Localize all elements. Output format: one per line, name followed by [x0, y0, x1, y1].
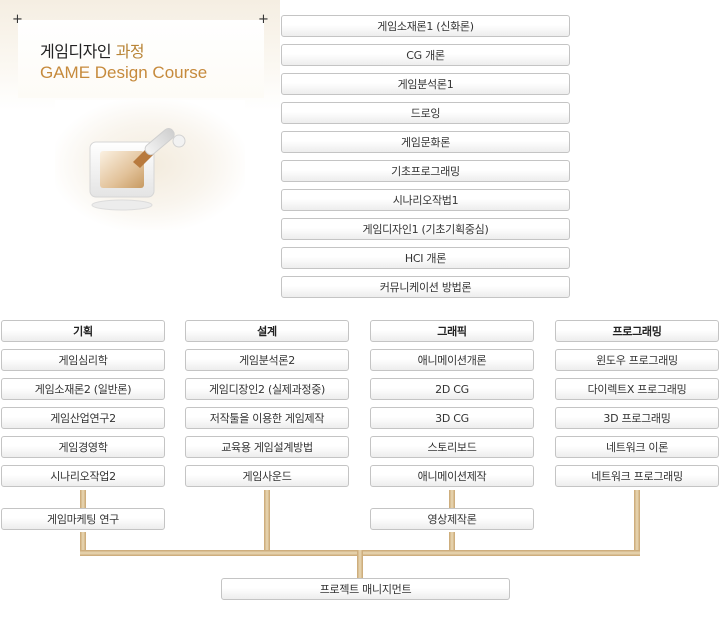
course-box: 게임디장인2 (실제과정중) [185, 378, 349, 400]
connector-line [449, 532, 455, 556]
drawing-tablet-icon [89, 128, 186, 211]
course-box: 시나리오작업2 [1, 465, 165, 487]
track-header-programming: 프로그래밍 [555, 320, 719, 342]
course-box: 2D CG [370, 378, 534, 400]
page-title-accent: 과정 [115, 42, 145, 61]
course-box: 3D 프로그래밍 [555, 407, 719, 429]
corner-plus-icon: + [258, 12, 269, 27]
page-title: 게임디자인 과정 [40, 38, 145, 62]
course-box: 게임사운드 [185, 465, 349, 487]
track-header-design: 설계 [185, 320, 349, 342]
corner-plus-icon: + [12, 12, 23, 27]
course-box: 저작툴을 이용한 게임제작 [185, 407, 349, 429]
track-header-planning: 기획 [1, 320, 165, 342]
final-course-box: 프로젝트 매니지먼트 [221, 578, 510, 600]
course-box: 드로잉 [281, 102, 570, 124]
course-box: 게임소재론2 (일반론) [1, 378, 165, 400]
course-box: 윈도우 프로그래밍 [555, 349, 719, 371]
course-box: 게임산업연구2 [1, 407, 165, 429]
course-box: 다이렉트X 프로그래밍 [555, 378, 719, 400]
header-card [18, 20, 264, 98]
connector-line [80, 490, 86, 508]
course-box: 게임디자인1 (기초기획중심) [281, 218, 570, 240]
course-box: 3D CG [370, 407, 534, 429]
course-box: 네트워크 프로그래밍 [555, 465, 719, 487]
connector-line [449, 490, 455, 508]
course-box: 애니메이션개론 [370, 349, 534, 371]
course-box: 교육용 게임설계방법 [185, 436, 349, 458]
course-box: 네트워크 이론 [555, 436, 719, 458]
course-box: 애니메이션제작 [370, 465, 534, 487]
course-box: 게임분석론1 [281, 73, 570, 95]
course-box: 영상제작론 [370, 508, 534, 530]
course-box: 게임소재론1 (신화론) [281, 15, 570, 37]
course-box: 게임심리학 [1, 349, 165, 371]
course-box: 시나리오작법1 [281, 189, 570, 211]
course-box: HCI 개론 [281, 247, 570, 269]
course-box: 기초프로그래밍 [281, 160, 570, 182]
connector-line [80, 532, 86, 556]
course-box: 스토리보드 [370, 436, 534, 458]
course-box: CG 개론 [281, 44, 570, 66]
course-box: 게임경영학 [1, 436, 165, 458]
course-box: 커뮤니케이션 방법론 [281, 276, 570, 298]
connector-line [264, 490, 270, 556]
page-title-main: 게임디자인 [40, 42, 112, 61]
course-box: 게임마케팅 연구 [1, 508, 165, 530]
course-box: 게임문화론 [281, 131, 570, 153]
course-box: 게임분석론2 [185, 349, 349, 371]
connector-line [357, 550, 363, 578]
connector-line [634, 490, 640, 556]
page-subtitle: GAME Design Course [40, 63, 208, 82]
track-header-graphics: 그래픽 [370, 320, 534, 342]
